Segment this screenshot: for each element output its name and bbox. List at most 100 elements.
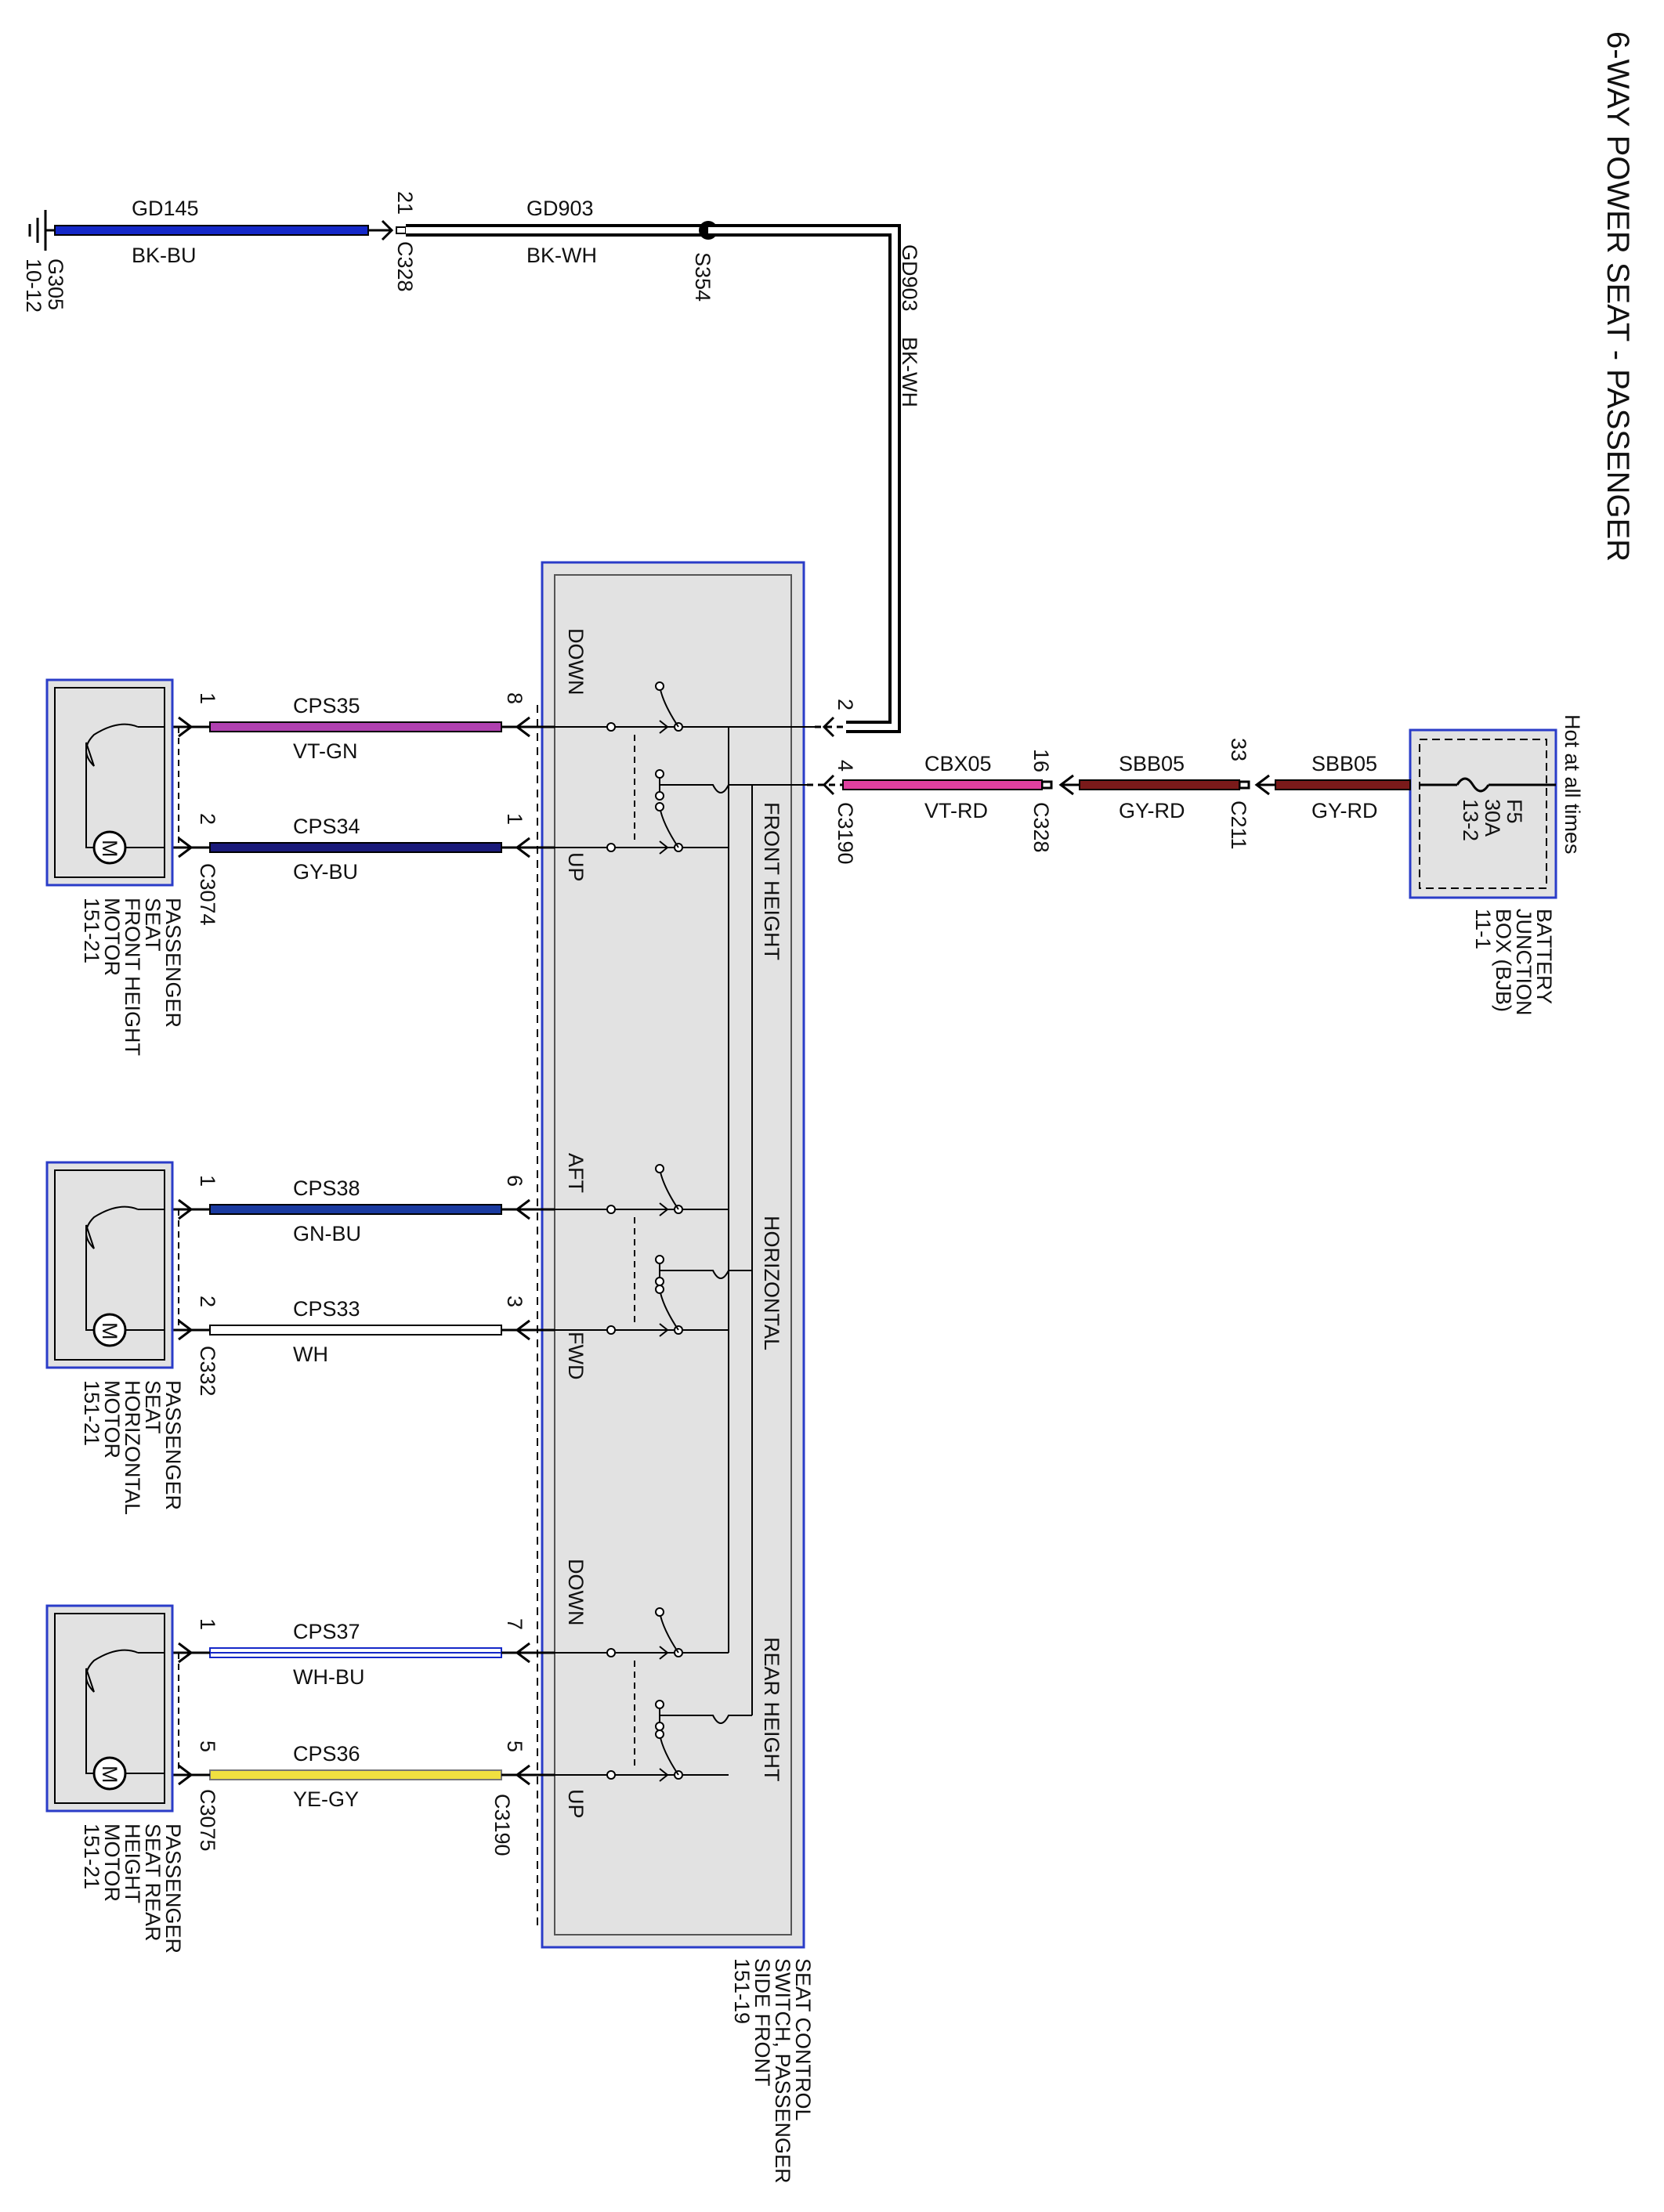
connector-c211 — [1238, 774, 1275, 796]
switch-link — [634, 1217, 752, 1322]
fuse-icon — [1456, 777, 1490, 793]
pin-motor: 5 — [196, 1740, 219, 1752]
dir-rear-down: DOWN — [564, 1559, 588, 1625]
wire-sbb05-a-color: GY-RD — [1311, 799, 1378, 822]
wire-color-label: GY-BU — [293, 860, 358, 884]
motor-connector-label: C3075 — [196, 1789, 219, 1852]
motor-name-line: SEAT REAR — [141, 1823, 165, 1942]
pin-c328-ground: 21 — [393, 191, 417, 215]
seat-control-switch — [541, 561, 805, 1949]
wire-color-label: YE-GY — [293, 1787, 359, 1811]
pin-switch: 1 — [503, 813, 526, 825]
wire-color-label: GN-BU — [293, 1222, 361, 1245]
dir-front-down: DOWN — [564, 628, 588, 695]
motor-name-line: FRONT HEIGHT — [121, 898, 144, 1056]
wire-circuit-label: CPS35 — [293, 694, 360, 717]
bjb-name-3: BOX (BJB) — [1492, 909, 1515, 1012]
section-front-height: FRONT HEIGHT — [760, 802, 783, 960]
wire-sbb05-b-circuit: SBB05 — [1119, 752, 1185, 775]
wire-circuit-label: CPS36 — [293, 1742, 360, 1766]
motor-symbol: M — [98, 1766, 121, 1784]
connector-c211-label: C211 — [1227, 801, 1250, 850]
motor-name-line: PASSENGER — [161, 1380, 185, 1510]
motor-symbol: M — [98, 1322, 121, 1340]
switch-name-3: SIDE FRONT — [751, 1958, 774, 2087]
dir-front-up: UP — [564, 852, 588, 882]
wire-color-label: WH — [293, 1343, 328, 1366]
motor-name-line: MOTOR — [100, 898, 124, 976]
diagram-title: 6-WAY POWER SEAT - PASSENGER — [1601, 31, 1635, 562]
wire-circuit-label: CPS34 — [293, 815, 360, 838]
hot-at-all-times: Hot at all times — [1561, 714, 1584, 855]
wire-sbb05-a — [1275, 779, 1411, 790]
wire-gd145-circuit: GD145 — [132, 197, 199, 220]
switch-name-4: 151-19 — [730, 1958, 754, 2024]
switch-contact — [555, 1285, 729, 1337]
motor-name-line: PASSENGER — [161, 898, 185, 1028]
wire-gd145 — [54, 225, 369, 236]
pin-motor: 1 — [196, 1618, 219, 1630]
motor-name-line: SEAT — [141, 1380, 165, 1434]
dir-horiz-aft: AFT — [564, 1153, 588, 1193]
wire-sbb05-a-circuit: SBB05 — [1311, 752, 1377, 775]
fuse-label-3: 13-2 — [1459, 799, 1482, 841]
pin-switch-feed: 4 — [834, 760, 857, 772]
motor-name-line: 151-21 — [80, 1823, 103, 1889]
dir-rear-up: UP — [564, 1789, 588, 1819]
switch-link — [634, 735, 752, 840]
pin-switch: 6 — [503, 1175, 526, 1187]
pin-motor: 2 — [196, 813, 219, 825]
splice-label: S354 — [691, 252, 714, 302]
motor-name-line: MOTOR — [100, 1380, 124, 1458]
section-rear-height: REAR HEIGHT — [760, 1637, 783, 1782]
pin-c328-feed: 16 — [1029, 749, 1053, 772]
wire-cbx05 — [842, 779, 1043, 790]
switch-contact — [555, 681, 729, 734]
switch-link — [634, 1661, 752, 1767]
wire-cbx05-circuit: CBX05 — [924, 752, 992, 775]
motor-name-line: HEIGHT — [121, 1823, 144, 1903]
pin-switch: 5 — [503, 1740, 526, 1752]
connector-c3190-top-label: C3190 — [834, 802, 857, 865]
wire-gd903-vertical — [708, 224, 901, 733]
pin-motor: 2 — [196, 1296, 219, 1307]
connector-c328-label: C328 — [393, 241, 417, 292]
pin-c211: 33 — [1227, 738, 1250, 761]
motor-name-line: MOTOR — [100, 1823, 124, 1902]
motor-connector-label: C332 — [196, 1346, 219, 1397]
switch-contacts — [555, 681, 752, 1782]
pin-switch: 7 — [503, 1618, 526, 1630]
connector-c328-feed — [1040, 774, 1080, 796]
motor-name-line: HORIZONTAL — [121, 1380, 144, 1515]
dir-horiz-fwd: FWD — [564, 1332, 588, 1379]
connector-c328-b-label: C328 — [1029, 802, 1053, 853]
motor-connector-label: C3074 — [196, 863, 219, 926]
wire-circuit-label: CPS33 — [293, 1297, 360, 1321]
fuse-label-2: 30A — [1481, 799, 1504, 837]
wire-gd903-v-color: BK-WH — [898, 337, 921, 407]
bjb-name-1: BATTERY — [1532, 909, 1556, 1004]
wire-color-label: WH-BU — [293, 1665, 364, 1689]
wire-circuit-label: CPS38 — [293, 1176, 360, 1200]
wire-gd903-color: BK-WH — [526, 244, 597, 267]
wire-sbb05-b-color: GY-RD — [1119, 799, 1185, 822]
wire-circuit-label: CPS37 — [293, 1620, 360, 1643]
motor-symbol: M — [98, 840, 121, 858]
wire-gd145-color: BK-BU — [132, 244, 197, 267]
fuse-label-1: F5 — [1503, 799, 1526, 824]
motor-name-line: SEAT — [141, 898, 165, 952]
wire-gd903-horizontal — [406, 224, 704, 237]
pin-motor: 1 — [196, 1175, 219, 1187]
wire-cbx05-color: VT-RD — [924, 799, 988, 822]
motor-name-line: PASSENGER — [161, 1823, 185, 1954]
